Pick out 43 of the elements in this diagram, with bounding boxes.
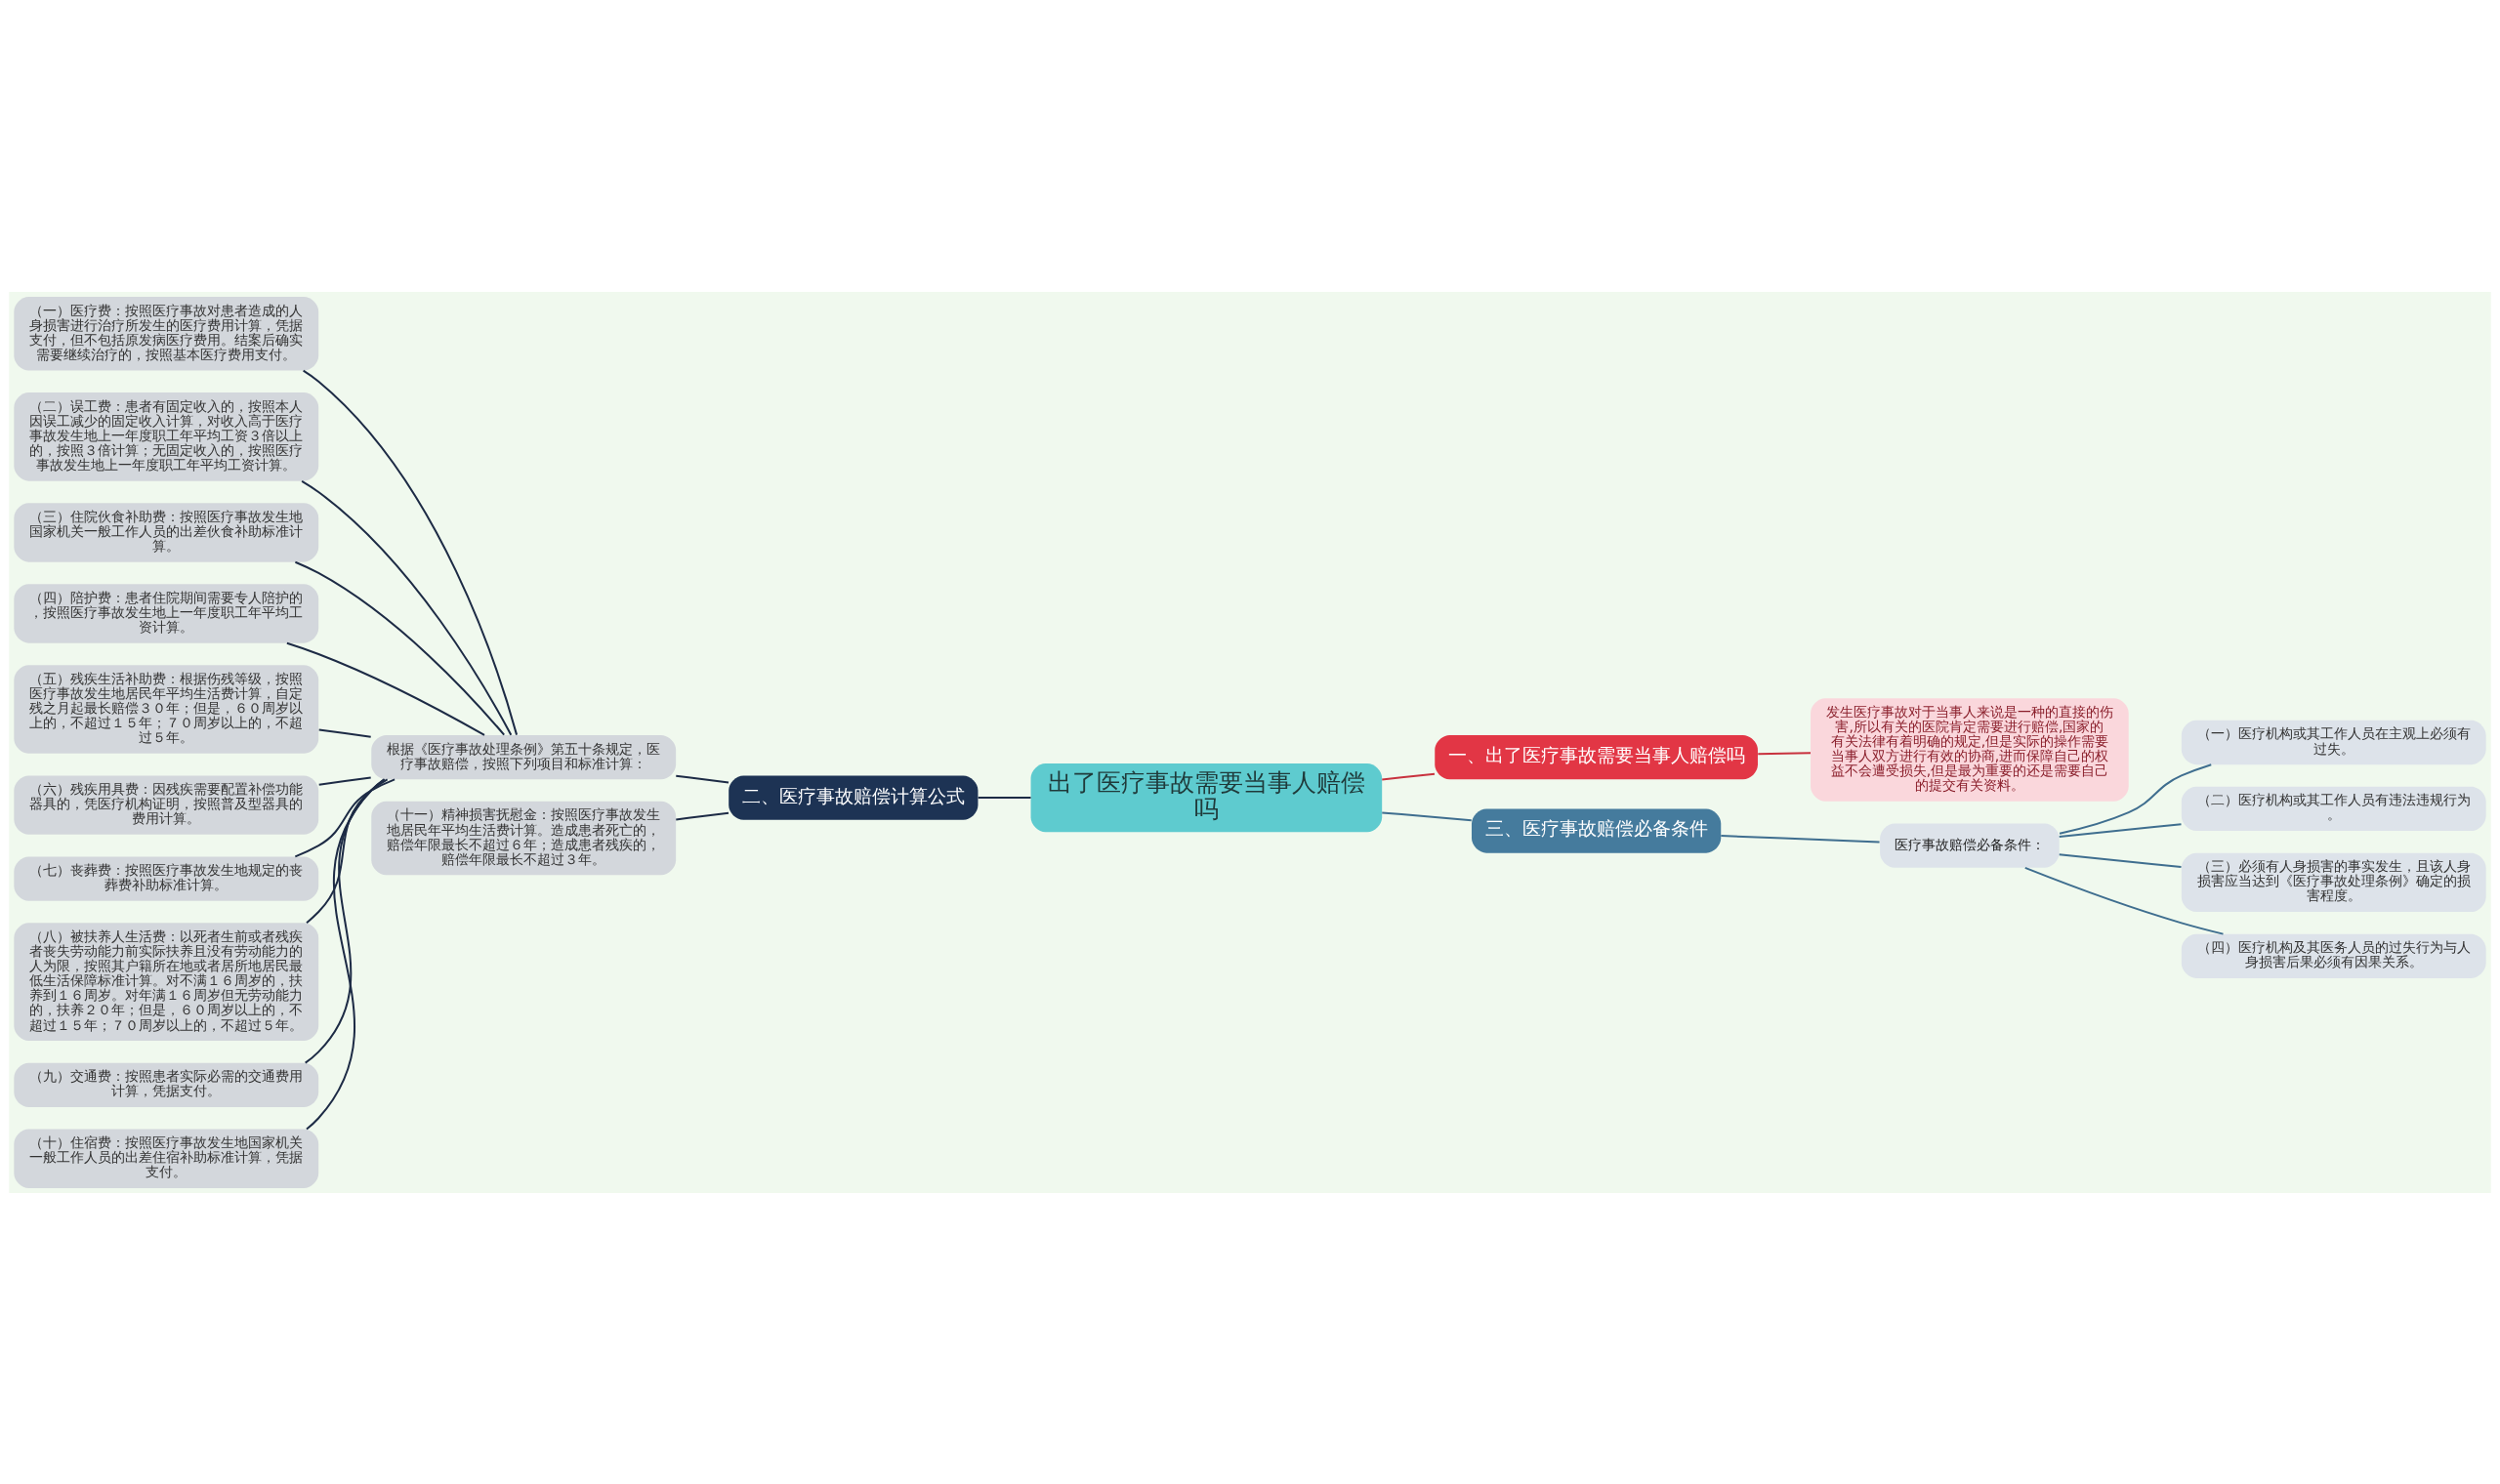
connector	[2059, 822, 2182, 838]
node-box: （三）必须有人身损害的事实发生，且该人身损害应当达到《医疗事故处理条例》确定的损害程度。	[2181, 852, 2486, 912]
node-box: （九）交通费：按照患者实际必需的交通费用计算，凭据支付。	[14, 1062, 319, 1107]
connector	[676, 811, 729, 820]
connector	[295, 560, 505, 735]
connector	[676, 774, 729, 783]
node-box: 二、医疗事故赔偿计算公式	[729, 774, 979, 820]
connector	[286, 641, 485, 736]
connector	[1382, 772, 1436, 780]
node-box: （十）住宿费：按照医疗事故发生地国家机关一般工作人员的出差住宿补助标准计算，凭据支付。	[14, 1129, 319, 1188]
node-box: 根据《医疗事故处理条例》第五十条规定，医疗事故赔偿，按照下列项目和标准计算：	[371, 734, 677, 779]
node-box: （三）住院伙食补助费：按照医疗事故发生地国家机关一般工作人员的出差伙食补助标准计算。	[14, 502, 319, 562]
connector	[318, 776, 371, 786]
connector	[2059, 763, 2212, 835]
node-box: 医疗事故赔偿必备条件：	[1880, 823, 2060, 868]
node-box: 一、出了医疗事故需要当事人赔偿吗	[1435, 734, 1758, 779]
connector	[306, 778, 389, 924]
node-box: （七）丧葬费：按照医疗事故发生地规定的丧葬费补助标准计算。	[14, 855, 319, 901]
node-box: （五）残疾生活补助费：根据伤残等级，按照医疗事故发生地居民年平均生活费计算，自定残之月起最长赔偿３０年；但是，６０周岁以上的，不超过１５年；７０周岁以上的，不超过５年。	[14, 664, 319, 754]
node-box: 出了医疗事故需要当事人赔偿吗	[1030, 763, 1383, 832]
node-box: （二）医疗机构或其工作人员有违法违规行为。	[2181, 786, 2486, 831]
connector	[318, 728, 371, 738]
connector	[303, 369, 519, 735]
node-box: （四）陪护费：患者住院期间需要专人陪护的，按照医疗事故发生地上一年度职工年平均工资计算。	[14, 583, 319, 643]
node-box: （四）医疗机构及其医务人员的过失行为与人身损害后果必须有因果关系。	[2181, 933, 2486, 978]
node-box: （六）残疾用具费：因残疾需要配置补偿功能器具的，凭医疗机构证明，按照普及型器具的费用计算。	[14, 774, 319, 835]
node-box: （一）医疗费：按照医疗事故对患者造成的人身损害进行治疗所发生的医疗费用计算，凭据支付，但不包括原发病医疗费用。结案后确实需要继续治疗的，按照基本医疗费用支付。	[14, 296, 319, 370]
connector	[2059, 852, 2182, 868]
connector	[294, 777, 396, 857]
connector	[301, 479, 513, 735]
connector	[2024, 866, 2224, 935]
connector	[1758, 751, 1812, 755]
node-box: （十一）精神损害抚慰金：按照医疗事故发生地居民年平均生活费计算。造成患者死亡的，赔偿年限最长不超过６年；造成患者残疾的，赔偿年限最长不超过３年。	[371, 801, 677, 875]
node-box: 发生医疗事故对于当事人来说是一种的直接的伤害,所以有关的医院肯定需要进行赔偿,国家的有关法律有着明确的规定,但是实际的操作需要当事人双方进行有效的协商,进而保障自己的权益不会遭受损失,但是最为重要的还是需要自己的提交有关资料。	[1811, 697, 2129, 802]
connector	[305, 777, 386, 1063]
node-box: （一）医疗机构或其工作人员在主观上必须有过失。	[2181, 720, 2486, 764]
node-box: 三、医疗事故赔偿必备条件	[1472, 807, 1722, 853]
connector	[306, 778, 385, 1130]
connector	[1721, 834, 1880, 843]
connector	[978, 796, 1031, 799]
node-box: （二）误工费：患者有固定收入的，按照本人因误工减少的固定收入计算，对收入高于医疗事故发生地上一年度职工年平均工资３倍以上的，按照３倍计算；无固定收入的，按照医疗事故发生地上一年度职工年平均工资计算。	[14, 392, 319, 481]
node-box: （八）被扶养人生活费：以死者生前或者残疾者丧失劳动能力前实际扶养且没有劳动能力的人为限，按照其户籍所在地或者居所地居民最低生活保障标准计算。对不满１６周岁的，扶养到１６周岁。对年满１６周岁但无劳动能力的，扶养２０年；但是，６０周岁以上的，不超过１５年；７０周岁以上的，不超过５年。	[14, 922, 319, 1041]
connector	[1382, 810, 1472, 821]
